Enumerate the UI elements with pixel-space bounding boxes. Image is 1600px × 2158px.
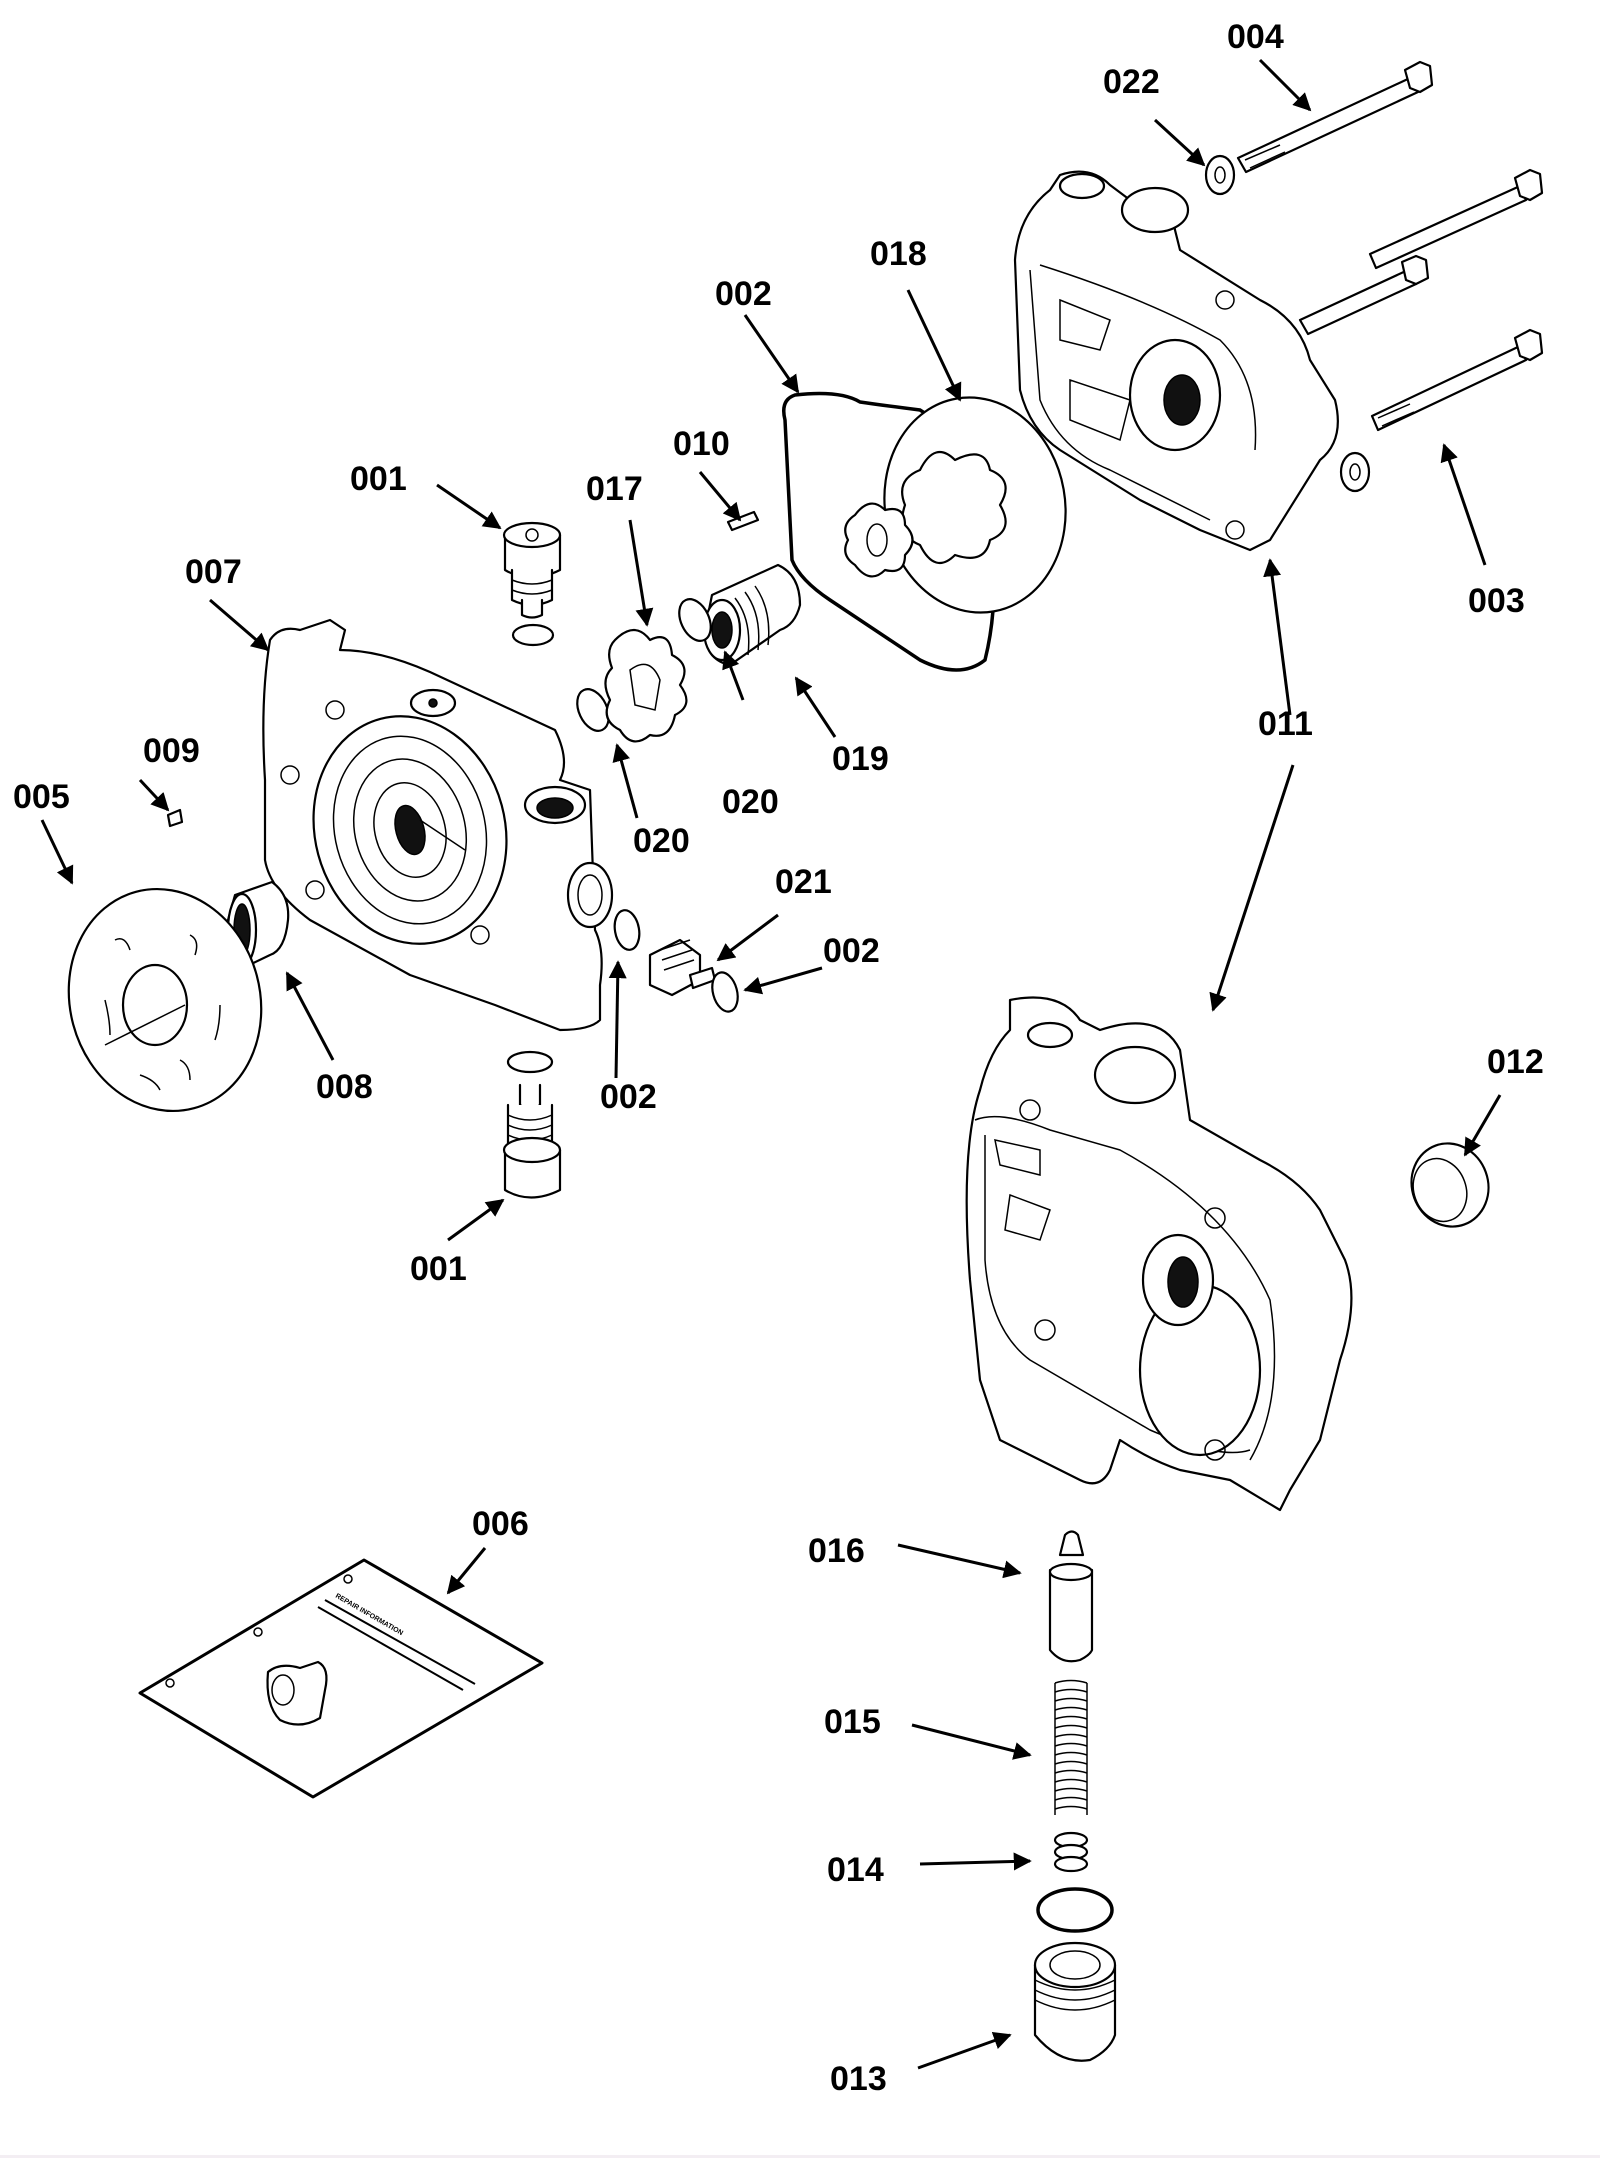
callout-008: 008 — [285, 971, 373, 1106]
o-ring-relief — [1036, 1887, 1114, 1933]
callout-002-lower: 002 — [600, 960, 657, 1116]
callout-013: 013 — [830, 2031, 1012, 2098]
callout-019: 019 — [794, 676, 889, 778]
bolt-003 — [1339, 328, 1544, 493]
wear-plate-005 — [67, 887, 263, 1113]
poppet-016 — [1048, 1530, 1094, 1663]
svg-text:001: 001 — [350, 460, 407, 498]
callout-001-top: 001 — [350, 460, 502, 530]
coupling-019 — [702, 563, 802, 667]
svg-text:006: 006 — [472, 1505, 529, 1543]
svg-text:020: 020 — [722, 783, 779, 821]
rotor-017 — [604, 628, 688, 743]
callout-017: 017 — [586, 470, 654, 627]
callout-022: 022 — [1103, 63, 1206, 167]
svg-text:011: 011 — [1258, 705, 1313, 743]
callout-001-bottom: 001 — [410, 1198, 505, 1288]
svg-text:020: 020 — [633, 822, 690, 860]
gerotor-ring-018 — [883, 396, 1067, 614]
svg-text:002: 002 — [715, 275, 772, 313]
callout-007: 007 — [185, 553, 270, 652]
spacer-014 — [1053, 1831, 1089, 1873]
callout-020-left: 020 — [612, 743, 690, 860]
callout-009: 009 — [138, 732, 200, 812]
svg-text:017: 017 — [586, 470, 643, 508]
svg-text:022: 022 — [1103, 63, 1160, 101]
callout-005: 005 — [13, 778, 74, 885]
callout-004: 004 — [1227, 18, 1312, 112]
svg-text:002: 002 — [600, 1078, 657, 1116]
callout-018: 018 — [870, 235, 962, 402]
svg-text:018: 018 — [870, 235, 927, 273]
callout-011: 011 — [1209, 558, 1313, 1012]
svg-text:019: 019 — [832, 740, 889, 778]
callout-002-top: 002 — [715, 275, 800, 394]
spring-015 — [1054, 1679, 1088, 1815]
bottom-border — [0, 2155, 1600, 2158]
retaining-ring-020-left — [576, 688, 610, 732]
callout-006: 006 — [446, 1505, 529, 1595]
check-valve-021 — [648, 938, 717, 997]
svg-text:013: 013 — [830, 2060, 887, 2098]
main-housing-011 — [965, 996, 1353, 1512]
callout-002-right: 002 — [743, 932, 880, 995]
svg-text:015: 015 — [824, 1703, 881, 1741]
svg-text:009: 009 — [143, 732, 200, 770]
bolt-004 — [1236, 60, 1434, 174]
bushing-012 — [1410, 1142, 1490, 1228]
dowel-pin-009 — [166, 808, 184, 828]
svg-text:016: 016 — [808, 1532, 865, 1570]
washer-022 — [1204, 154, 1236, 196]
callout-003: 003 — [1440, 443, 1525, 620]
o-ring-002-far-right — [711, 971, 739, 1013]
callout-010: 010 — [673, 425, 742, 522]
svg-text:010: 010 — [673, 425, 730, 463]
svg-text:012: 012 — [1487, 1043, 1544, 1081]
svg-text:014: 014 — [827, 1851, 884, 1889]
callout-012: 012 — [1463, 1043, 1544, 1157]
svg-text:007: 007 — [185, 553, 242, 591]
end-cover-007 — [262, 618, 614, 1032]
svg-text:001: 001 — [410, 1250, 467, 1288]
svg-text:021: 021 — [775, 863, 832, 901]
o-ring-002-right — [613, 909, 641, 951]
svg-text:002: 002 — [823, 932, 880, 970]
plug-013 — [1033, 1941, 1117, 2062]
svg-text:005: 005 — [13, 778, 70, 816]
key-010 — [726, 510, 760, 532]
retaining-ring-020-right — [678, 598, 712, 642]
valve-cartridge-001-top — [502, 521, 562, 647]
callout-016: 016 — [808, 1532, 1022, 1579]
callout-014: 014 — [827, 1851, 1032, 1889]
repair-information-sheet-006: REPAIR INFORMATION — [138, 1558, 544, 1799]
svg-text:004: 004 — [1227, 18, 1284, 56]
callout-020-right: 020 — [722, 650, 779, 821]
seal-ring-002 — [782, 391, 996, 672]
inner-rotor-018 — [844, 502, 914, 578]
bolt-middle — [1298, 168, 1544, 336]
valve-cartridge-001-bottom — [502, 1050, 562, 1199]
callout-015: 015 — [824, 1703, 1032, 1760]
callout-021: 021 — [716, 863, 832, 962]
svg-text:008: 008 — [316, 1068, 373, 1106]
svg-text:003: 003 — [1468, 582, 1525, 620]
upper-housing-part — [1013, 170, 1339, 552]
